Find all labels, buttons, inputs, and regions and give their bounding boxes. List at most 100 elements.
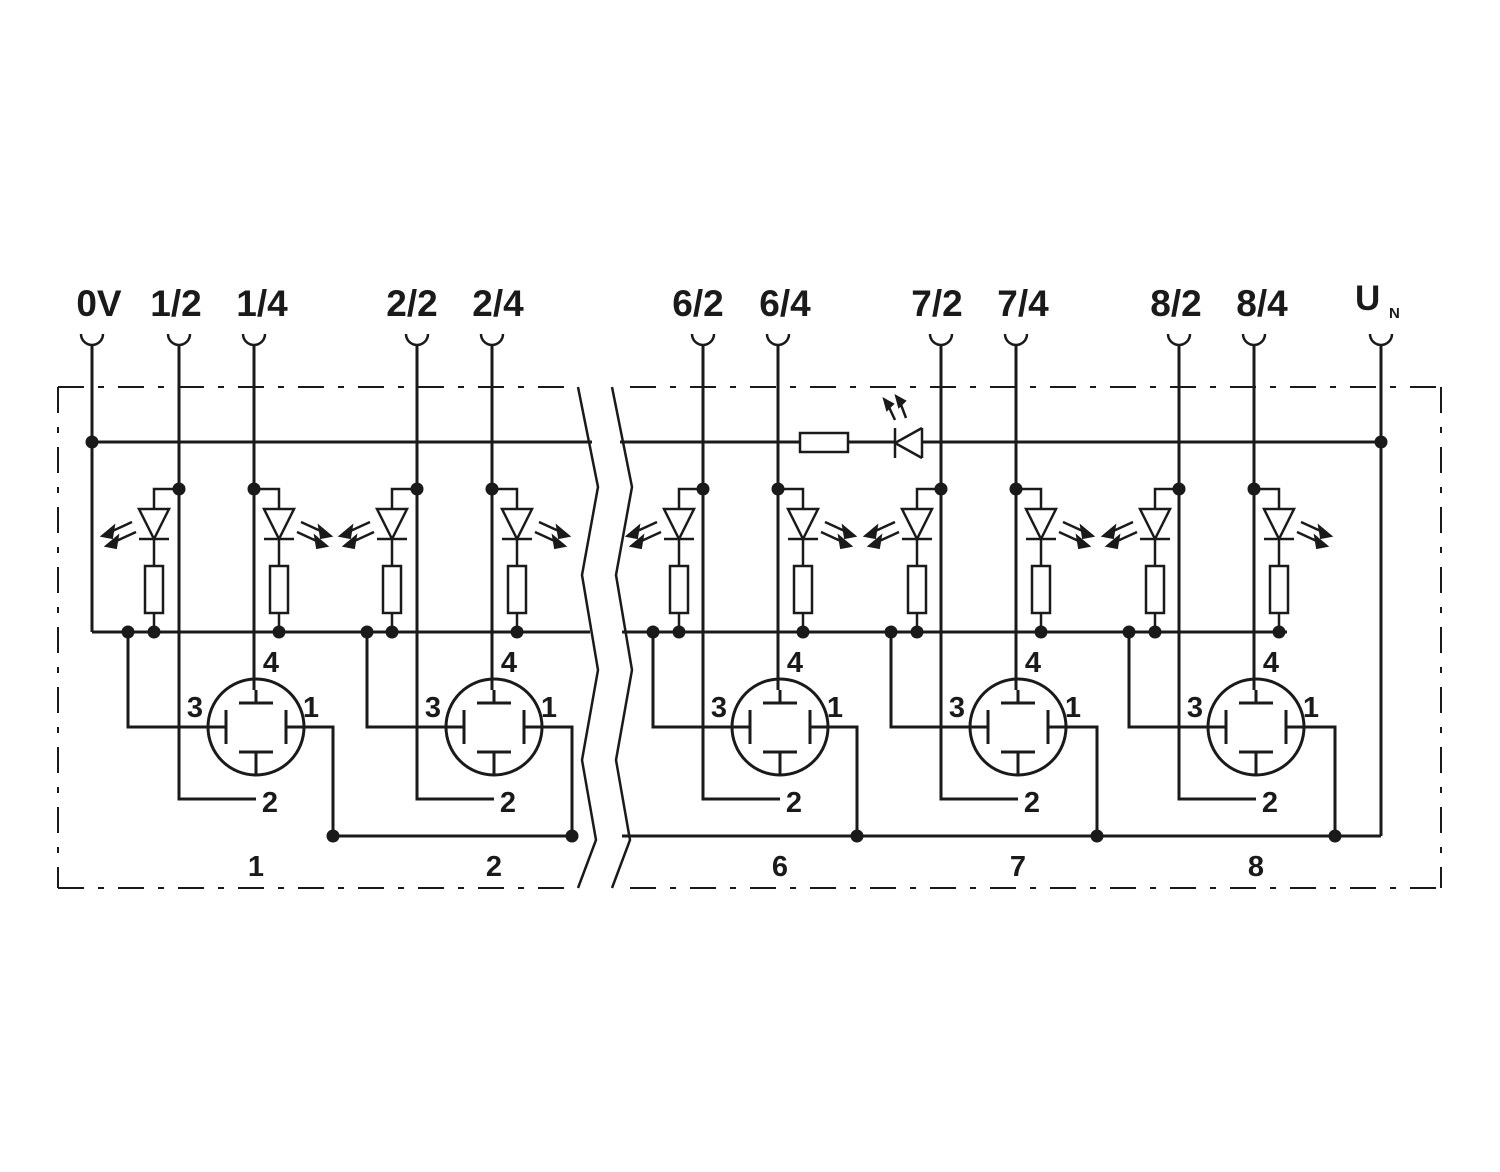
socket-1-4 — [241, 333, 267, 690]
resistor — [381, 564, 403, 615]
resistor — [268, 564, 290, 615]
junction-node — [1172, 482, 1186, 496]
junction-node — [510, 625, 524, 639]
connector-labels-slot-6: 4 3 1 2 6 — [711, 647, 843, 883]
terminal-label-1-2: 1/2 — [150, 283, 201, 324]
supply-label: U N — [1355, 279, 1400, 322]
light-arrowhead — [1075, 533, 1092, 550]
terminal-label-2-4: 2/4 — [472, 283, 524, 324]
resistor — [668, 564, 690, 615]
socket-6-2 — [690, 333, 780, 801]
junction-node — [672, 625, 686, 639]
terminal-label-2-2: 2/2 — [386, 283, 437, 324]
pin-4-label: 4 — [1263, 647, 1279, 679]
terminal-labels: 0V 1/2 1/4 2/2 2/4 6/2 6/4 7/2 7/4 8/2 8… — [76, 283, 1288, 324]
terminal-label-6-2: 6/2 — [672, 283, 723, 324]
led-wire — [778, 487, 805, 509]
pin-3-wire — [651, 632, 732, 729]
led-triangle — [499, 507, 535, 542]
light-arrowhead — [103, 533, 120, 550]
junction-node — [1122, 625, 1136, 639]
light-arrowhead — [1079, 523, 1096, 540]
connector-labels: 4 3 1 2 1 4 3 1 2 2 4 3 1 2 6 4 3 1 2 7 — [187, 647, 1319, 883]
light-arrowhead — [866, 533, 883, 550]
junction-node — [247, 482, 261, 496]
led-branch — [1100, 487, 1179, 632]
junction-nodes — [85, 435, 1388, 843]
connectors — [126, 632, 1337, 836]
pin-1-label: 1 — [1065, 692, 1081, 724]
pin-3-contact — [1208, 710, 1228, 744]
resistor — [906, 564, 928, 615]
junction-node — [796, 625, 810, 639]
terminal-label-8-4: 8/4 — [1236, 283, 1288, 324]
terminal-label-7-4: 7/4 — [997, 283, 1049, 324]
pin-3-contact — [970, 710, 990, 744]
pin-3-contact — [732, 710, 752, 744]
socket-2-4 — [479, 333, 505, 690]
socket-7-4 — [1003, 333, 1029, 690]
led-triangle — [261, 507, 297, 542]
light-arrowhead — [337, 523, 354, 540]
junction-node — [1148, 625, 1162, 639]
led-wire — [1153, 487, 1179, 509]
led-wire — [492, 487, 519, 509]
socket-6-4 — [765, 333, 791, 690]
pin-1-contact — [808, 710, 828, 744]
junction-node — [272, 625, 286, 639]
pin-2-label: 2 — [500, 787, 516, 819]
pin-2-contact — [763, 750, 797, 775]
terminal-label-0v: 0V — [76, 283, 122, 324]
pin-1-contact — [522, 710, 542, 744]
resistor — [792, 564, 814, 615]
light-arrowhead — [551, 533, 568, 550]
slot-label-7: 7 — [1010, 851, 1026, 883]
led-wire — [1254, 487, 1281, 509]
led-wire — [152, 487, 179, 509]
junction-node — [121, 625, 135, 639]
led-triangle — [1137, 507, 1173, 542]
light-arrowhead — [862, 523, 879, 540]
pin-1-contact — [284, 710, 304, 744]
resistor — [1144, 564, 1166, 615]
m12-connector — [889, 632, 1099, 836]
pin-1-wire — [1304, 725, 1337, 836]
pin-3-wire — [1127, 632, 1208, 729]
pin-4-contact — [763, 690, 797, 705]
pin-3-wire — [126, 632, 208, 729]
terminal-sockets — [79, 333, 1394, 836]
light-arrowhead — [99, 523, 116, 540]
terminal-label-1-4: 1/4 — [236, 283, 288, 324]
junction-node — [360, 625, 374, 639]
resistor — [1268, 564, 1290, 615]
terminal-label-6-4: 6/4 — [759, 283, 811, 324]
pin-4-contact — [1001, 690, 1035, 705]
supply-resistor — [798, 431, 850, 454]
pin-1-label: 1 — [1303, 692, 1319, 724]
led-triangle — [1261, 507, 1297, 542]
junction-node — [1247, 482, 1261, 496]
connector-labels-slot-2: 4 3 1 2 2 — [425, 647, 557, 883]
light-arrowhead — [628, 533, 645, 550]
pin-4-contact — [239, 690, 273, 705]
socket-0v — [79, 333, 105, 632]
pin-2-contact — [239, 750, 273, 775]
pin-2-contact — [477, 750, 511, 775]
socket-un — [1368, 333, 1394, 836]
slot-label-1: 1 — [248, 851, 264, 883]
junction-node — [1272, 625, 1286, 639]
led-triangle — [785, 507, 821, 542]
buses — [92, 440, 1381, 838]
pin-3-label: 3 — [949, 692, 965, 724]
junction-node — [884, 625, 898, 639]
led-triangle — [1023, 507, 1059, 542]
led-wire — [915, 487, 941, 509]
pin-3-label: 3 — [711, 692, 727, 724]
junction-node — [485, 482, 499, 496]
supply-led — [882, 393, 924, 460]
pin-4-label: 4 — [501, 647, 517, 679]
pin-2-contact — [1239, 750, 1273, 775]
light-arrowhead — [841, 523, 858, 540]
pin-2-label: 2 — [786, 787, 802, 819]
